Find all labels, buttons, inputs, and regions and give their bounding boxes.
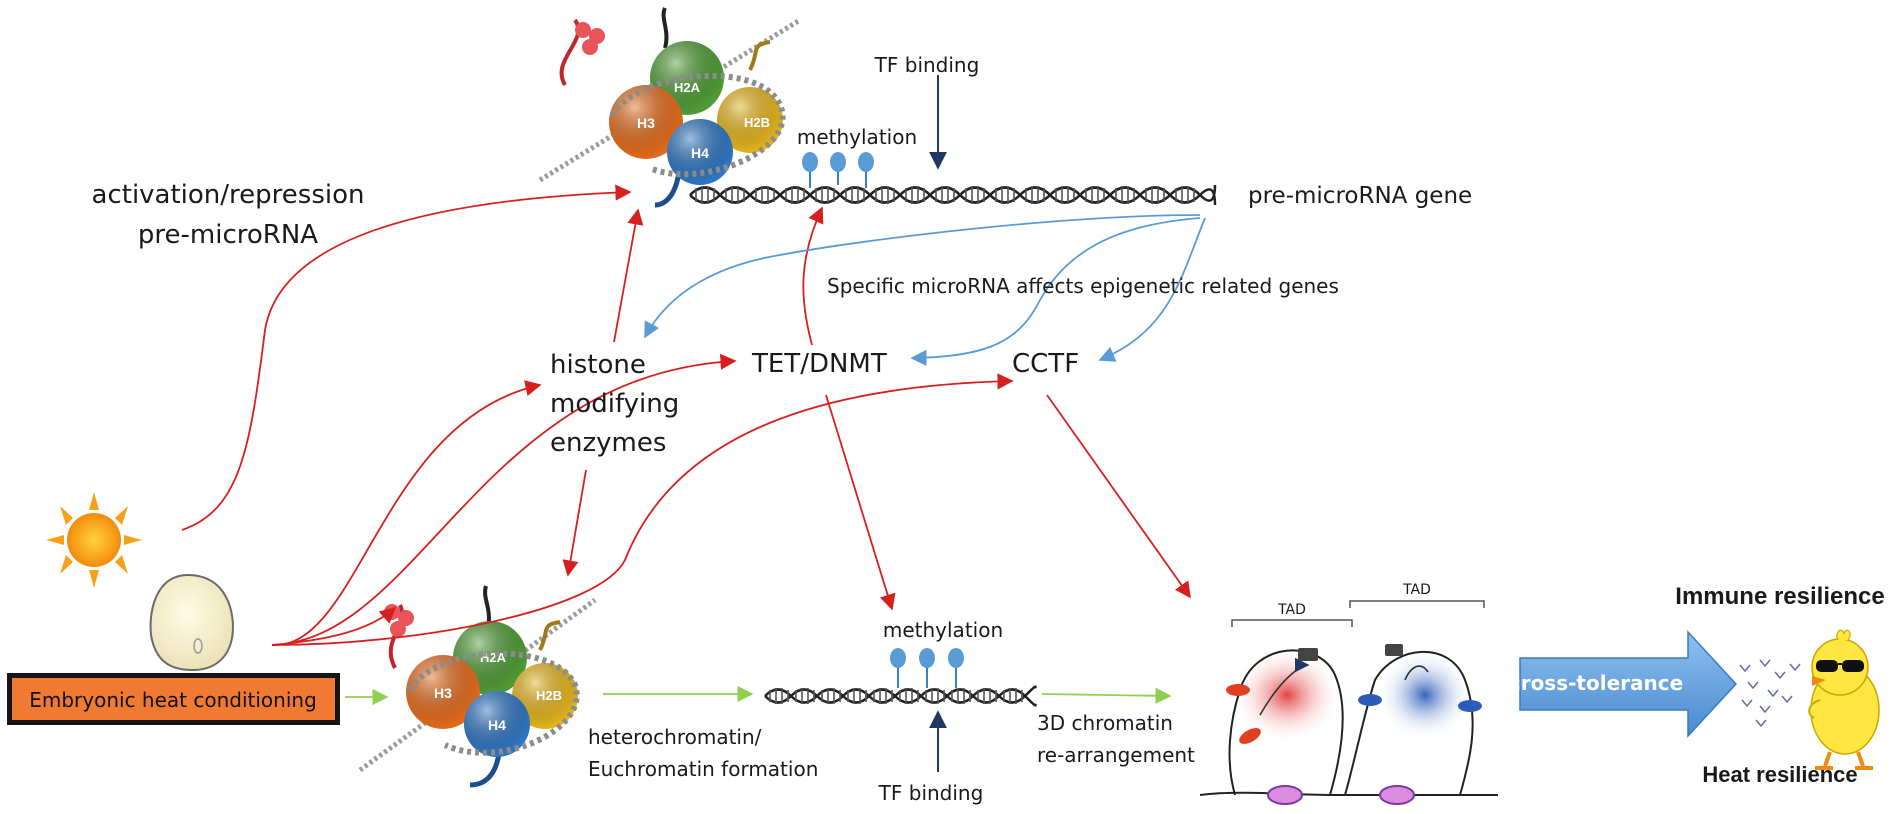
cctf-label: CCTF	[1012, 349, 1079, 379]
cross-tolerance-arrow: cross-tolerance	[1509, 630, 1738, 738]
sun-icon	[46, 492, 142, 588]
pre-microrna-gene-label: pre-microRNA gene	[1248, 183, 1472, 209]
histone-enzymes-line1: histone	[550, 350, 646, 380]
pathogen-particles-icon	[1739, 659, 1801, 728]
histone-label-h2b-bottom: H2B	[536, 688, 562, 703]
dna-helix-bottom	[764, 685, 1037, 707]
cross-tolerance-label: cross-tolerance	[1509, 671, 1683, 695]
embryonic-heat-box: Embryonic heat conditioning	[7, 673, 340, 725]
heterochromatin-line1: heterochromatin/	[588, 725, 762, 749]
histone-label-h2a-bottom: H2A	[480, 650, 507, 665]
heterochromatin-line2: Euchromatin formation	[588, 757, 818, 781]
histone-enzymes-line3: enzymes	[550, 428, 666, 458]
tf-binding-bottom-label: TF binding	[878, 781, 984, 805]
methylation-pins-top	[802, 152, 874, 188]
histone-label-h2b-top: H2B	[744, 115, 770, 130]
egg-icon	[149, 573, 234, 672]
dna-helix-top	[689, 184, 1217, 206]
chick-icon	[1808, 629, 1880, 770]
tf-binding-top-label: TF binding	[874, 53, 980, 77]
tad-left-label: TAD	[1277, 602, 1306, 618]
histone-label-h2a-top: H2A	[674, 80, 701, 95]
specific-microrna-label: Specific microRNA affects epigenetic rel…	[827, 274, 1339, 298]
tad-loops: TAD TAD	[1198, 582, 1498, 810]
activation-label-line1: activation/repression	[92, 180, 365, 210]
tet-dnmt-label: TET/DNMT	[751, 349, 887, 379]
heat-resilience-label: Heat resilience	[1702, 762, 1857, 787]
histone-label-h3-top: H3	[637, 115, 655, 131]
nucleosome-bottom: H2A H2B H3 H4	[358, 585, 597, 788]
methylation-bottom-label: methylation	[883, 618, 1003, 642]
green-arrows	[345, 685, 1172, 706]
chromatin-3d-line2: re-arrangement	[1037, 743, 1195, 767]
histone-enzymes-line2: modifying	[550, 389, 679, 419]
immune-resilience-label: Immune resilience	[1675, 583, 1884, 610]
tad-right-label: TAD	[1402, 582, 1431, 598]
histone-label-h4-top: H4	[691, 145, 709, 161]
histone-label-h4-bottom: H4	[488, 717, 506, 733]
embryonic-heat-label: Embryonic heat conditioning	[29, 688, 317, 712]
histone-label-h3-bottom: H3	[434, 685, 452, 701]
nucleosome-top: H2A H2B H3 H4	[538, 7, 802, 208]
red-arrows	[181, 184, 1191, 646]
methylation-pins-bottom	[890, 648, 964, 688]
chromatin-3d-line1: 3D chromatin	[1037, 711, 1173, 735]
blue-arrows	[644, 214, 1206, 366]
methylation-top-label: methylation	[797, 125, 917, 149]
activation-label-line2: pre-microRNA	[138, 220, 318, 250]
